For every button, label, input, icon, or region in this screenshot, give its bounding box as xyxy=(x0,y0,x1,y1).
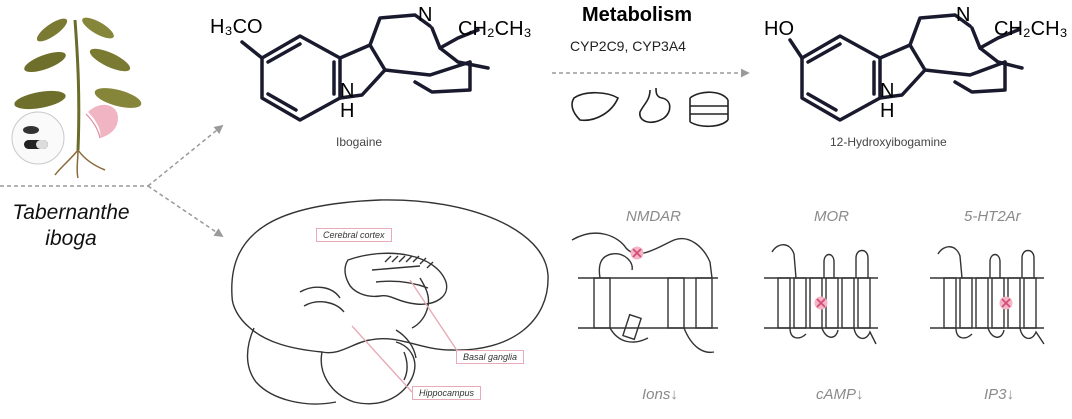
receptor-name-nmdar: NMDAR xyxy=(626,208,681,225)
hydroxy-substituent: HO xyxy=(764,18,794,40)
ibogaine-ethyl: CH₂CH₃ xyxy=(458,18,532,40)
plant-name: Tabernanthe iboga xyxy=(4,200,138,252)
metabolism-enzymes: CYP2C9, CYP3A4 xyxy=(570,38,686,54)
arrow-to-ibogaine xyxy=(147,124,224,187)
cortex-label: Cerebral cortex xyxy=(316,228,392,242)
hydroxy-nh-h: H xyxy=(880,100,895,122)
basal-ganglia-label: Basal ganglia xyxy=(456,350,525,364)
plant-name-line1: Tabernanthe xyxy=(12,201,130,224)
plant-illustration xyxy=(11,17,142,179)
intestine-icon xyxy=(689,91,729,128)
htr2a-binding-marker xyxy=(999,296,1013,310)
membrane-lines xyxy=(578,277,1044,329)
arrow-to-brain xyxy=(147,185,224,238)
receptor-name-mor: MOR xyxy=(814,208,849,225)
receptor-effect-mor: cAMP↓ xyxy=(816,386,864,403)
ibogaine-name: Ibogaine xyxy=(336,135,383,149)
hippocampus-label: Hippocampus xyxy=(412,386,482,400)
ibogaine-nh-h: H xyxy=(340,100,355,122)
receptor-name-5ht2ar: 5-HT2Ar xyxy=(964,208,1021,225)
hydroxy-ethyl: CH₂CH₃ xyxy=(994,18,1068,40)
hydroxy-nh-n: N xyxy=(880,80,895,102)
ibogaine-nh-n: N xyxy=(340,80,355,102)
ibogaine-substituent: H₃CO xyxy=(210,16,263,38)
stomach-icon xyxy=(639,87,671,124)
brain-leaders xyxy=(351,279,459,393)
metabolism-title: Metabolism xyxy=(582,4,693,26)
liver-icon xyxy=(571,91,620,122)
brain-diagram xyxy=(231,199,549,405)
organ-icons xyxy=(571,87,729,128)
ibogaine-n: N xyxy=(418,4,433,26)
receptor-effect-nmdar: Ions↓ xyxy=(642,386,678,403)
htr2a-schematic xyxy=(937,246,1045,345)
hydroxyibogamine-structure xyxy=(788,13,1024,122)
mor-binding-marker xyxy=(814,296,828,310)
plant-name-line2: iboga xyxy=(45,227,97,250)
ibogaine-structure xyxy=(240,13,490,122)
hydroxy-name: 12-Hydroxyibogamine xyxy=(830,135,947,149)
nmdar-binding-marker xyxy=(630,246,644,260)
hydroxy-n: N xyxy=(956,4,971,26)
mor-schematic xyxy=(771,244,877,345)
receptor-effect-5ht2ar: IP3↓ xyxy=(984,386,1015,403)
nmdar-schematic xyxy=(571,232,715,354)
